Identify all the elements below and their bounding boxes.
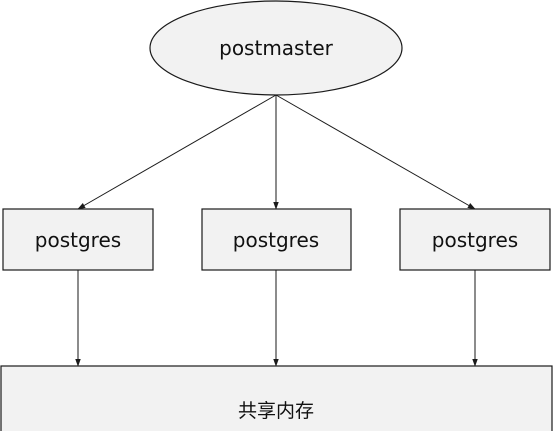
- postgres-box-3: [399, 208, 551, 271]
- postgres-label-1: postgres: [35, 228, 121, 252]
- edge-master-to-worker-3: [275, 94, 476, 210]
- postgres-label-3: postgres: [432, 228, 518, 252]
- shared-memory-node: 共享内存: [0, 365, 553, 431]
- postmaster-label: postmaster: [219, 36, 333, 60]
- shared-memory-label: 共享内存: [238, 400, 314, 422]
- postgres-node-1: postgres: [2, 208, 154, 271]
- postgres-box-1: [2, 208, 154, 271]
- postgres-node-3: postgres: [399, 208, 551, 271]
- postgres-label-2: postgres: [233, 228, 319, 252]
- edge-master-to-worker-1: [77, 94, 277, 210]
- postmaster-node: postmaster: [149, 0, 403, 96]
- postmaster-ellipse: [149, 0, 403, 96]
- shared-memory-box: [0, 365, 553, 431]
- postgres-node-2: postgres: [201, 208, 352, 271]
- postgres-box-2: [201, 208, 352, 271]
